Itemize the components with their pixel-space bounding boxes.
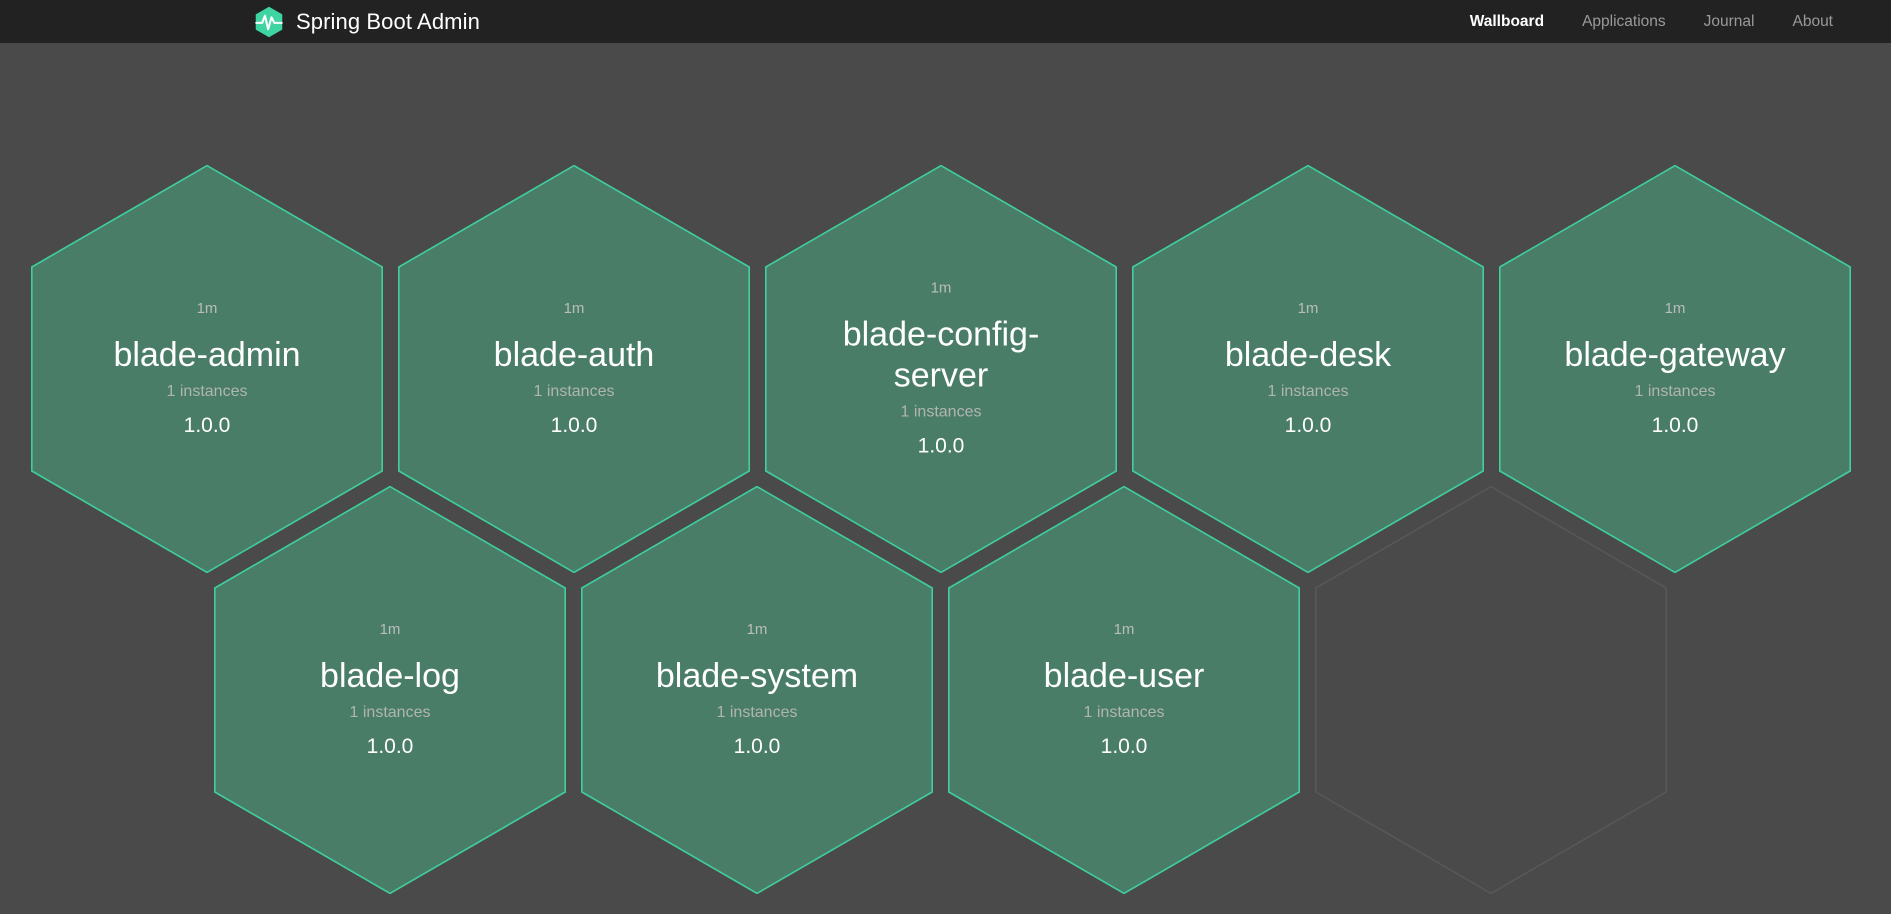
hexagon-shape <box>1132 165 1484 573</box>
nav-link-journal[interactable]: Journal <box>1703 12 1755 30</box>
nav-link-applications[interactable]: Applications <box>1582 12 1666 30</box>
nav-link-about[interactable]: About <box>1792 12 1833 30</box>
brand-link[interactable]: Spring Boot Admin <box>252 5 480 39</box>
brand-title: Spring Boot Admin <box>296 8 480 34</box>
hexagon-shape <box>214 486 566 894</box>
hexagon-shape <box>948 486 1300 894</box>
top-navbar: Spring Boot Admin Wallboard Applications J… <box>0 0 1891 43</box>
hexagon-shape <box>581 486 933 894</box>
hexagon-shape <box>1315 486 1667 894</box>
nav-links: Wallboard Applications Journal About <box>1470 13 1833 31</box>
hexagon-shape <box>765 165 1117 573</box>
hexagon-placeholder <box>1315 486 1667 894</box>
heartbeat-hexagon-icon <box>252 5 286 39</box>
hexagon-shape <box>31 165 383 573</box>
nav-link-wallboard[interactable]: Wallboard <box>1469 12 1545 30</box>
hexagon-shape <box>1499 165 1851 573</box>
hexagon-shape <box>398 165 750 573</box>
